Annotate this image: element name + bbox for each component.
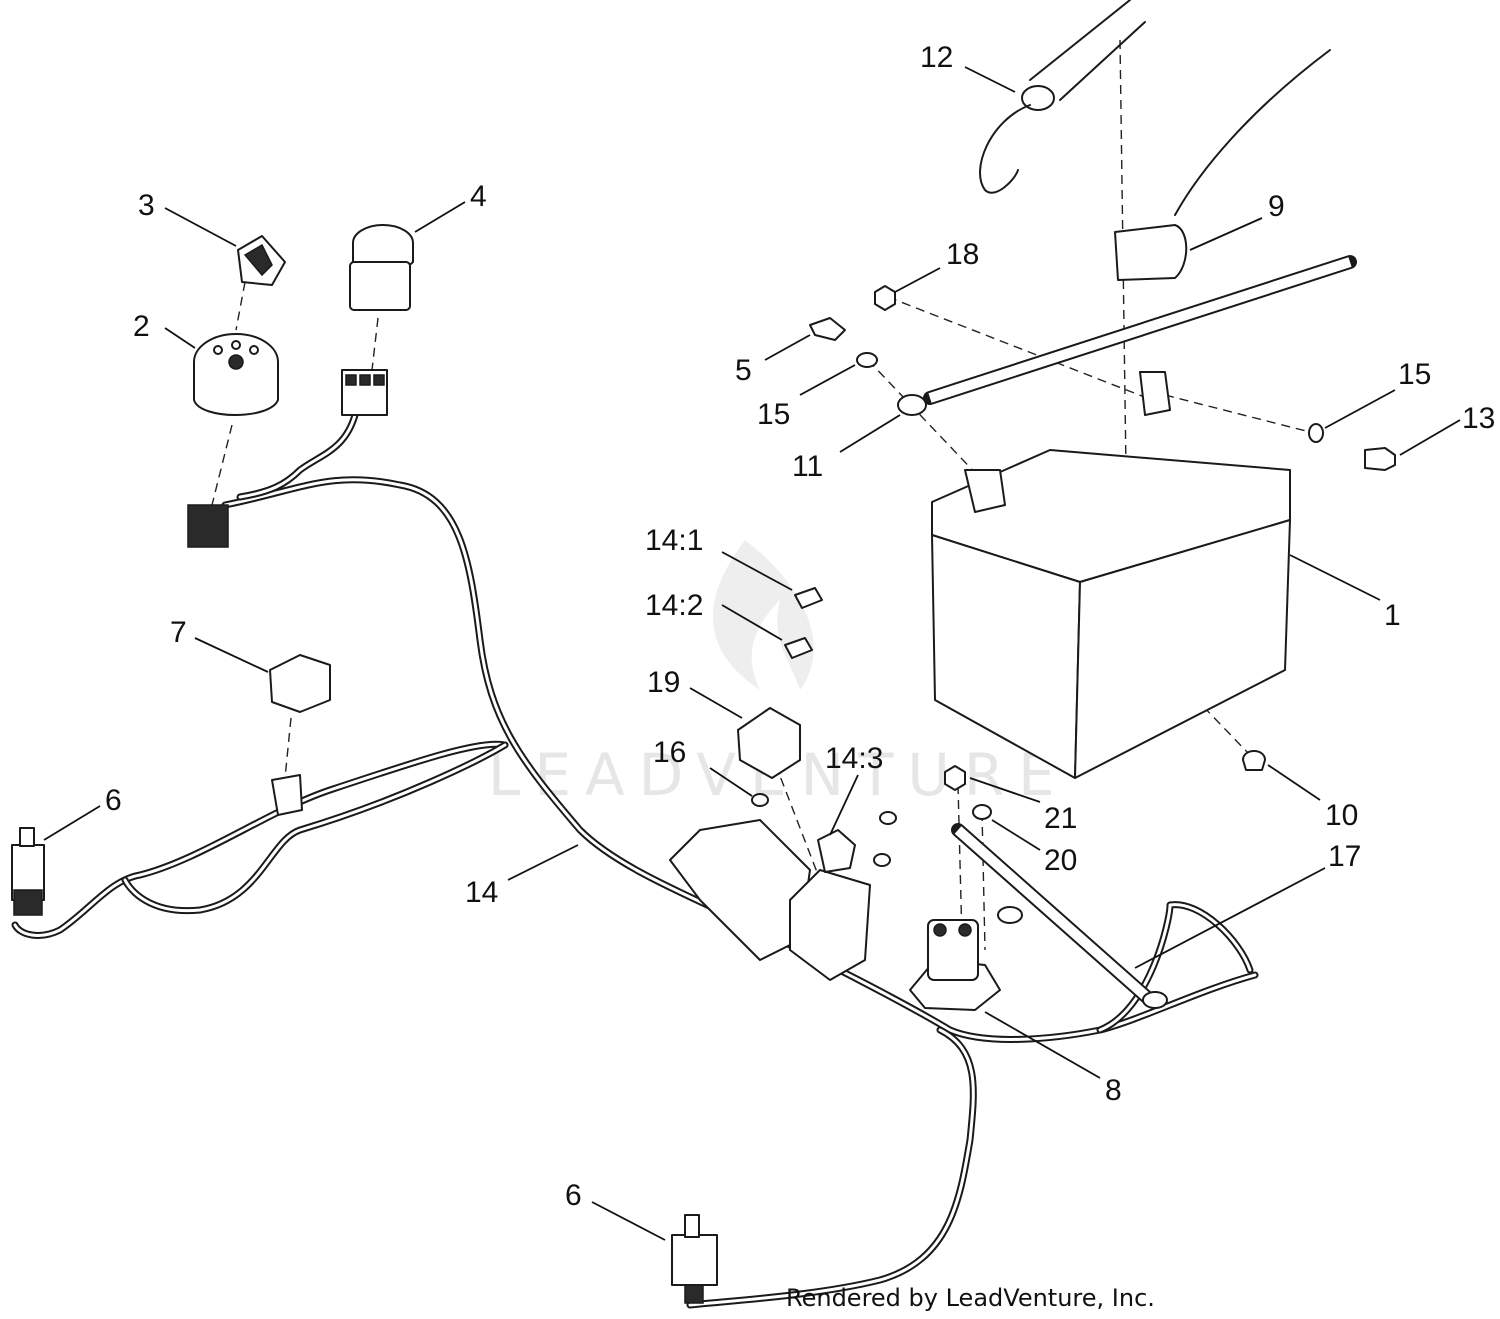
callout-1: 1: [1289, 554, 1401, 632]
nut-21: [944, 765, 966, 791]
callout-5: 5: [735, 334, 811, 387]
solenoid-cable: [951, 823, 1168, 1009]
callout-14: 14: [465, 844, 579, 909]
callout-8-text: 8: [1105, 1074, 1122, 1107]
callout-17: 17: [1134, 840, 1361, 969]
callout-16: 16: [653, 736, 753, 797]
callout-16-text: 16: [653, 736, 686, 769]
callout-11: 11: [792, 414, 901, 483]
callout-5-text: 5: [735, 354, 752, 387]
callout-19-text: 19: [647, 666, 680, 699]
callout-6-bottom-text: 6: [565, 1179, 582, 1212]
callout-6-left: 6: [43, 784, 122, 841]
callout-6-bottom: 6: [565, 1179, 666, 1241]
callout-9: 9: [1189, 190, 1285, 251]
callout-14-1: 14:1: [645, 524, 793, 591]
washer-right: [1308, 423, 1324, 443]
hold-down-strap: [979, 0, 1146, 194]
relay: [737, 707, 801, 779]
wiring-harness: [11, 411, 1259, 1309]
callout-18: 18: [894, 238, 979, 293]
callout-18-text: 18: [946, 238, 979, 271]
bolt-20: [972, 804, 992, 820]
callout-10: 10: [1267, 764, 1358, 832]
wing-nut: [809, 317, 846, 341]
terminal-cap: [1242, 750, 1266, 771]
callout-1-text: 1: [1384, 599, 1401, 632]
callout-20-text: 20: [1044, 844, 1077, 877]
callout-3-text: 3: [138, 189, 155, 222]
callout-15-right: 15: [1324, 358, 1431, 429]
callout-14-text: 14: [465, 876, 498, 909]
callout-14-3-text: 14:3: [825, 742, 883, 775]
callout-19: 19: [647, 666, 743, 719]
starter-solenoid: [909, 919, 1001, 1011]
callout-7-text: 7: [170, 616, 187, 649]
pto-connector: [341, 369, 388, 416]
ignition-switch: [193, 333, 279, 416]
fuse-14-2: [784, 637, 813, 659]
interlock-switch-bottom: [671, 1214, 718, 1304]
callout-21-text: 21: [1044, 802, 1077, 835]
callout-2-text: 2: [133, 310, 150, 343]
callout-4: 4: [414, 180, 487, 233]
callout-11-text: 11: [792, 450, 823, 483]
callout-13-text: 13: [1462, 402, 1495, 435]
bolt-13: [1364, 447, 1396, 471]
battery: [931, 371, 1291, 779]
callout-8: 8: [984, 1011, 1122, 1107]
callout-12-text: 12: [920, 41, 953, 74]
battery-cable: [897, 255, 1357, 416]
callout-13: 13: [1399, 402, 1495, 456]
callout-2: 2: [133, 310, 196, 349]
callout-9-text: 9: [1268, 190, 1285, 223]
seat-switch: [269, 654, 331, 816]
callout-14-3: 14:3: [825, 742, 883, 836]
callout-14-2-text: 14:2: [645, 589, 703, 622]
callout-17-text: 17: [1328, 840, 1361, 873]
fuse-14-1: [794, 587, 823, 609]
callout-14-2: 14:2: [645, 589, 783, 641]
ignition-connector: [187, 504, 229, 548]
cable-boot: [1114, 49, 1331, 281]
callout-20: 20: [991, 819, 1077, 877]
callout-21: 21: [969, 777, 1077, 835]
callout-15-left: 15: [757, 364, 856, 431]
mounting-bracket: [669, 811, 897, 981]
washer-left: [856, 352, 878, 368]
nut-18: [874, 285, 896, 311]
render-credit: Rendered by LeadVenture, Inc.: [786, 1284, 1155, 1312]
callout-7: 7: [170, 616, 269, 673]
callout-12: 12: [920, 41, 1016, 93]
pto-switch: [349, 224, 414, 311]
key: [237, 235, 286, 286]
interlock-switch-left: [11, 827, 45, 916]
callout-15-right-text: 15: [1398, 358, 1431, 391]
callout-14-1-text: 14:1: [645, 524, 703, 557]
callout-10-text: 10: [1325, 799, 1358, 832]
callout-15-left-text: 15: [757, 398, 790, 431]
screw-16: [751, 793, 769, 807]
callout-3: 3: [138, 189, 237, 247]
callout-4-text: 4: [470, 180, 487, 213]
callout-6-left-text: 6: [105, 784, 122, 817]
